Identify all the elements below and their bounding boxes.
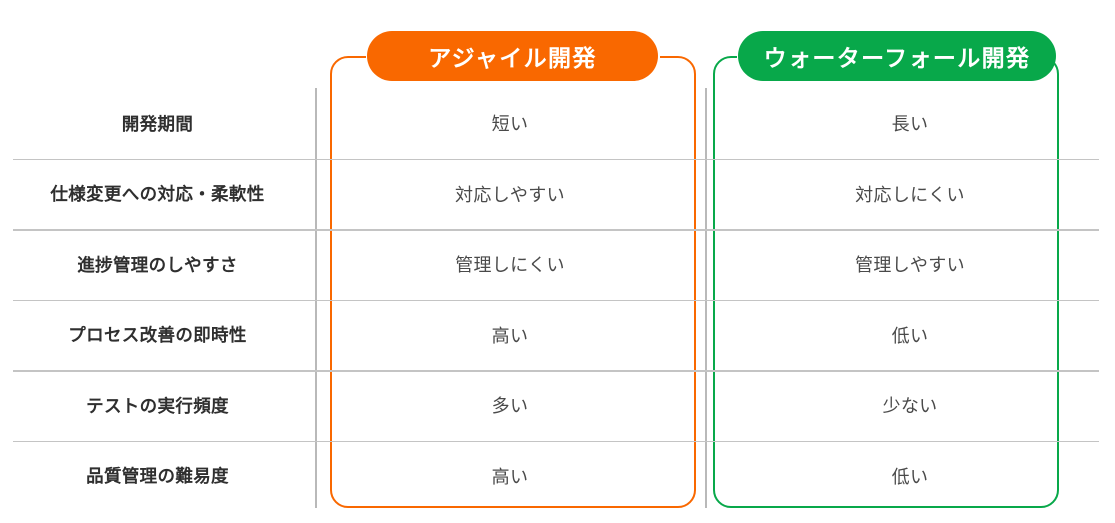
row-label: プロセス改善の即時性 <box>68 325 247 346</box>
waterfall-header-badge: ウォーターフォール開発 <box>738 31 1056 81</box>
agile-header-label: アジャイル開発 <box>428 45 597 71</box>
table-row: 仕様変更への対応・柔軟性 対応しやすい 対応しにくい <box>0 158 1115 230</box>
agile-value: 管理しにくい <box>455 255 565 276</box>
table-row: 進捗管理のしやすさ 管理しにくい 管理しやすい <box>0 229 1115 300</box>
waterfall-value: 少ない <box>882 396 938 417</box>
waterfall-header-label: ウォーターフォール開発 <box>763 45 1031 71</box>
table-row: プロセス改善の即時性 高い 低い <box>0 299 1115 371</box>
vertical-separator-middle <box>705 88 707 508</box>
vertical-separator-left <box>315 88 317 508</box>
agile-value: 高い <box>491 466 529 487</box>
row-label: テストの実行頻度 <box>86 395 229 416</box>
waterfall-value: 低い <box>891 325 929 346</box>
row-label: 品質管理の難易度 <box>86 466 229 487</box>
agile-value: 多い <box>491 396 529 417</box>
waterfall-value: 長い <box>891 114 929 135</box>
row-label: 仕様変更への対応・柔軟性 <box>50 184 265 205</box>
agile-value: 短い <box>491 114 529 135</box>
table-row: テストの実行頻度 多い 少ない <box>0 370 1115 441</box>
waterfall-value: 管理しやすい <box>855 255 965 276</box>
agile-value: 高い <box>491 325 529 346</box>
waterfall-value: 対応しにくい <box>855 184 965 205</box>
table-body: 開発期間 短い 長い 仕様変更への対応・柔軟性 対応しやすい 対応しにくい 進捗… <box>0 88 1115 511</box>
table-row: 品質管理の難易度 高い 低い <box>0 440 1115 512</box>
row-label: 開発期間 <box>121 113 194 134</box>
agile-header-badge: アジャイル開発 <box>367 31 658 81</box>
row-label: 進捗管理のしやすさ <box>77 254 238 275</box>
agile-value: 対応しやすい <box>455 184 565 205</box>
table-row: 開発期間 短い 長い <box>0 88 1115 159</box>
waterfall-value: 低い <box>891 466 929 487</box>
